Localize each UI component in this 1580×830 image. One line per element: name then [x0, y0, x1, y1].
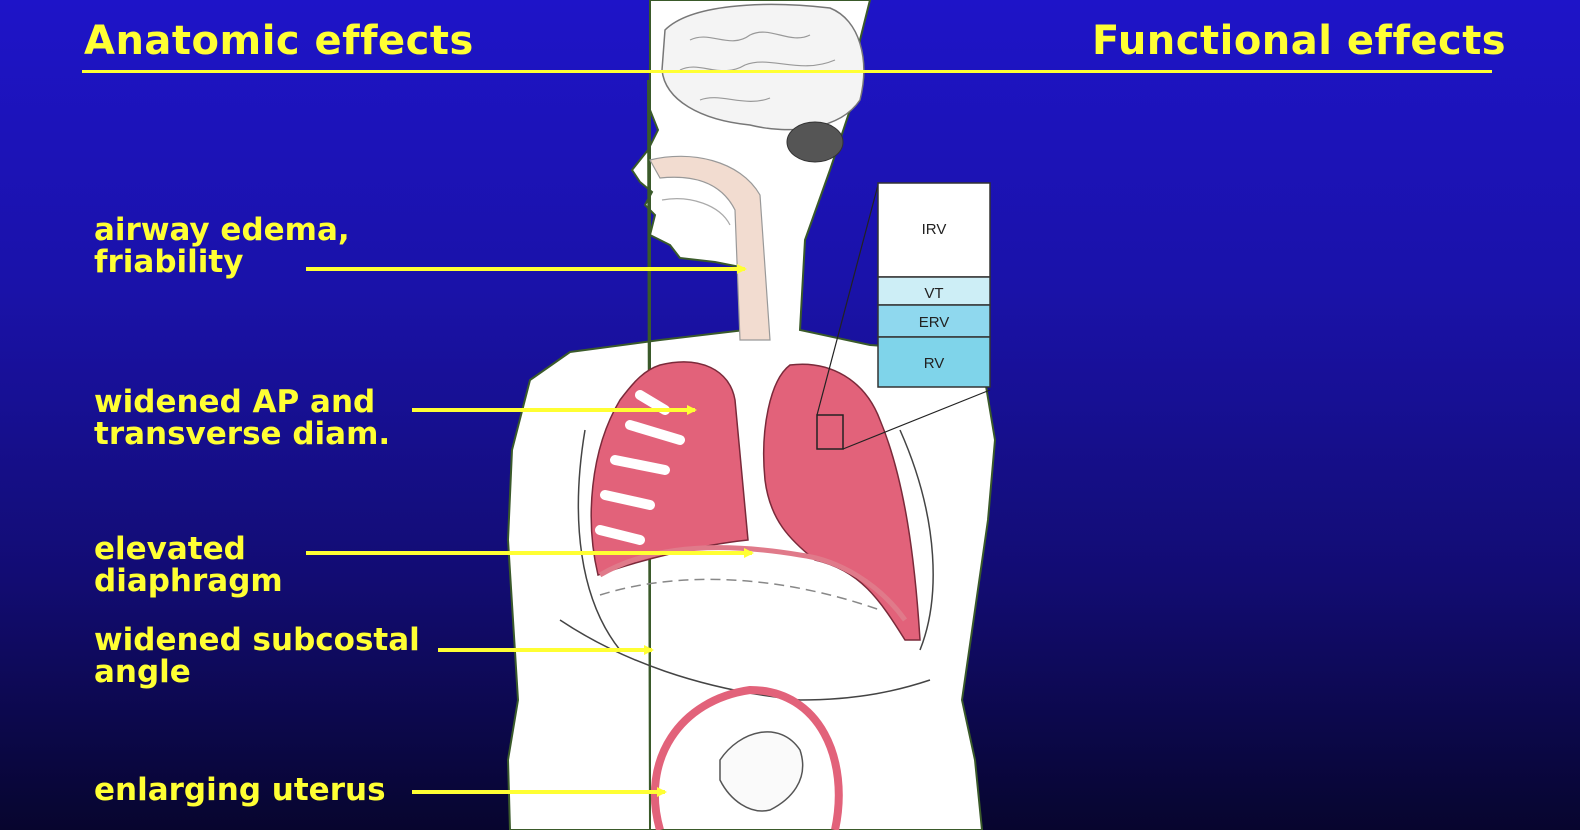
annotation-arrows — [0, 0, 1580, 830]
slide: IRV VT ERV RV Anatomic effects Functiona… — [0, 0, 1580, 830]
